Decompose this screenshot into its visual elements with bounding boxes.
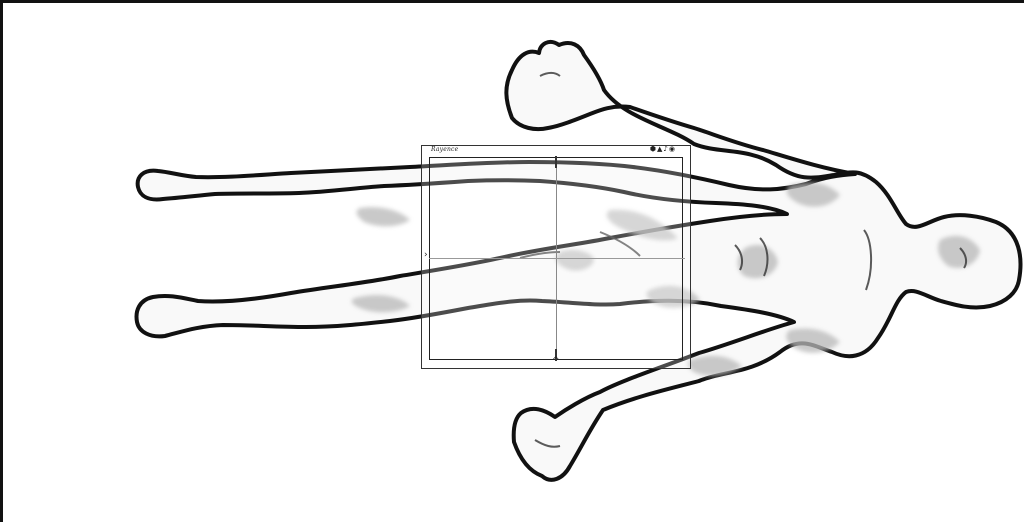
center-line-horizontal xyxy=(429,258,685,259)
detector-panel[interactable]: Rayence ⬢▲♪◉ › ^ xyxy=(421,145,691,369)
detector-brand-label: Rayence xyxy=(431,146,458,153)
top-center-tick xyxy=(555,156,557,168)
left-side-marker: › xyxy=(424,250,428,260)
detector-status-icons: ⬢▲♪◉ xyxy=(650,145,676,153)
bottom-center-marker: ^ xyxy=(552,356,560,366)
